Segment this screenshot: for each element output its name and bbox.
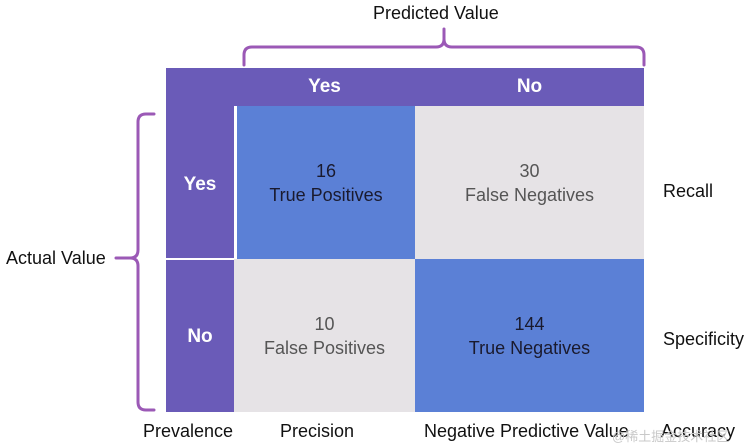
watermark: @稀土掘金技术社区 <box>612 429 730 444</box>
cell-label: True Negatives <box>468 337 591 358</box>
actual-value-label: Actual Value <box>6 248 106 268</box>
actual-bracket <box>114 112 156 412</box>
cell-value: 10 <box>314 313 335 334</box>
predicted-bracket <box>242 27 646 67</box>
metric-specificity: Specificity <box>663 329 745 349</box>
column-header-bar <box>166 68 644 106</box>
cell-false-negatives: 30 False Negatives <box>415 106 644 259</box>
column-header-no: No <box>516 76 543 97</box>
row-header-no: No <box>187 326 213 347</box>
cell-label: False Positives <box>263 337 386 358</box>
metric-npv: Negative Predictive Value <box>424 421 629 441</box>
metric-precision: Precision <box>280 421 355 441</box>
predicted-value-label: Predicted Value <box>373 3 499 23</box>
cell-value: 16 <box>315 160 337 181</box>
row-header-bar <box>166 68 234 412</box>
metric-accuracy: Accuracy <box>661 421 736 441</box>
cell-true-negatives: 144 True Negatives <box>415 259 644 412</box>
metric-recall: Recall <box>663 181 714 201</box>
cell-value: 30 <box>519 160 540 181</box>
metric-prevalence: Prevalence <box>143 421 234 441</box>
row-header-yes: Yes <box>183 174 217 195</box>
cell-value: 144 <box>514 313 545 334</box>
cell-label: True Positives <box>269 184 383 205</box>
row-header-divider <box>166 258 234 260</box>
cell-false-positives: 10 False Positives <box>234 259 415 412</box>
column-header-yes: Yes <box>308 76 341 97</box>
cell-true-positives: 16 True Positives <box>234 106 415 259</box>
cell-label: False Negatives <box>464 184 595 205</box>
